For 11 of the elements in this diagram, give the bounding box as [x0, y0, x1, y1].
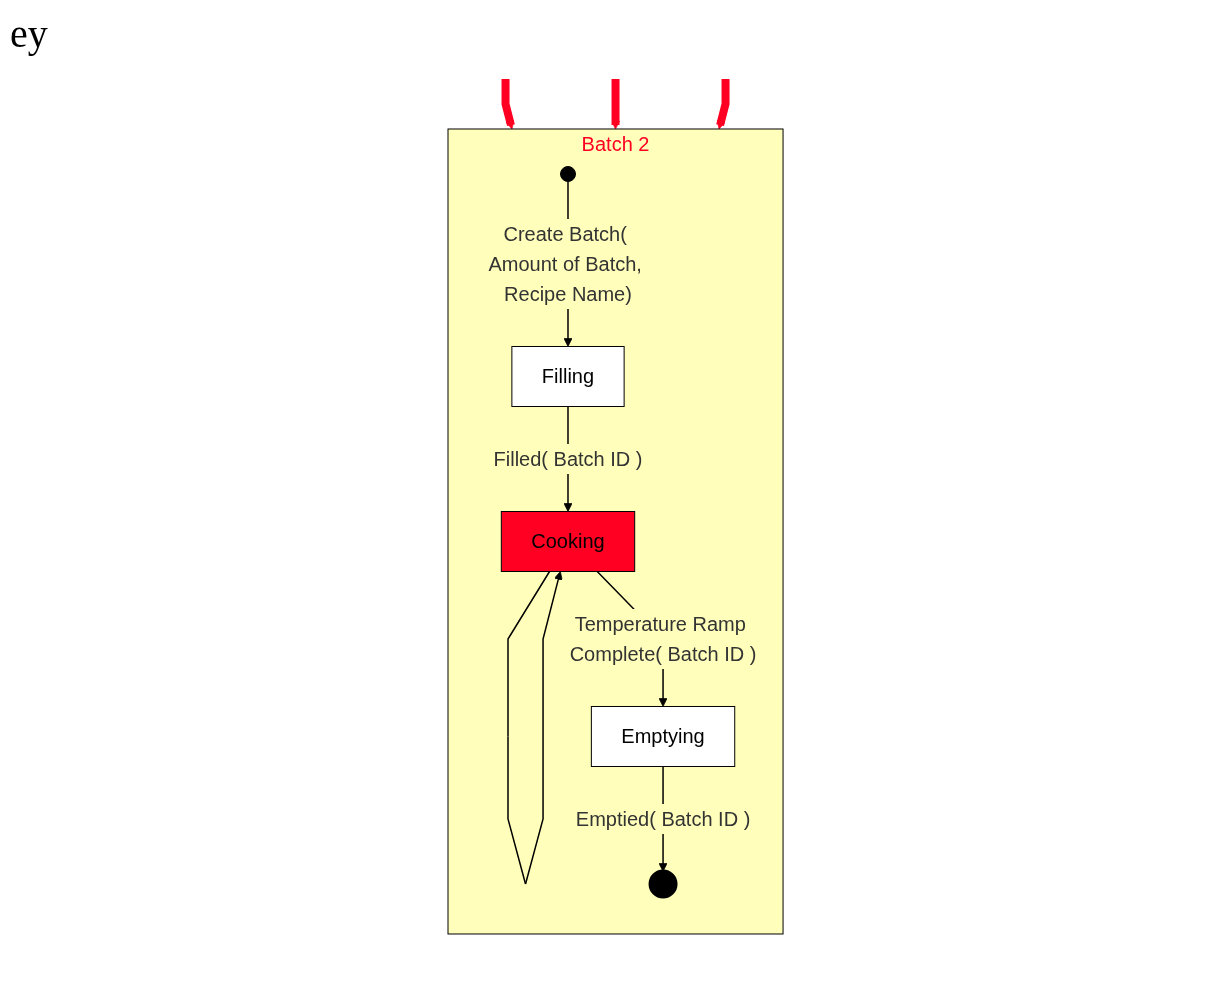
node-circle	[648, 869, 678, 898]
node-box: Filling	[511, 345, 625, 407]
edge-label: Temperature Ramp Complete( Batch ID )	[569, 612, 757, 665]
arrow	[507, 570, 563, 885]
edge-label: Create Batch( Amount of Batch, Recipe Name)	[488, 222, 642, 305]
node-box: Emptying	[590, 705, 736, 767]
text-fragment: ey	[10, 10, 48, 57]
node-circle	[559, 165, 576, 182]
edge-label: Emptied( Batch ID )	[575, 807, 751, 830]
edge-label: Filled( Batch ID )	[493, 447, 643, 470]
node-box: Cooking	[500, 510, 636, 572]
